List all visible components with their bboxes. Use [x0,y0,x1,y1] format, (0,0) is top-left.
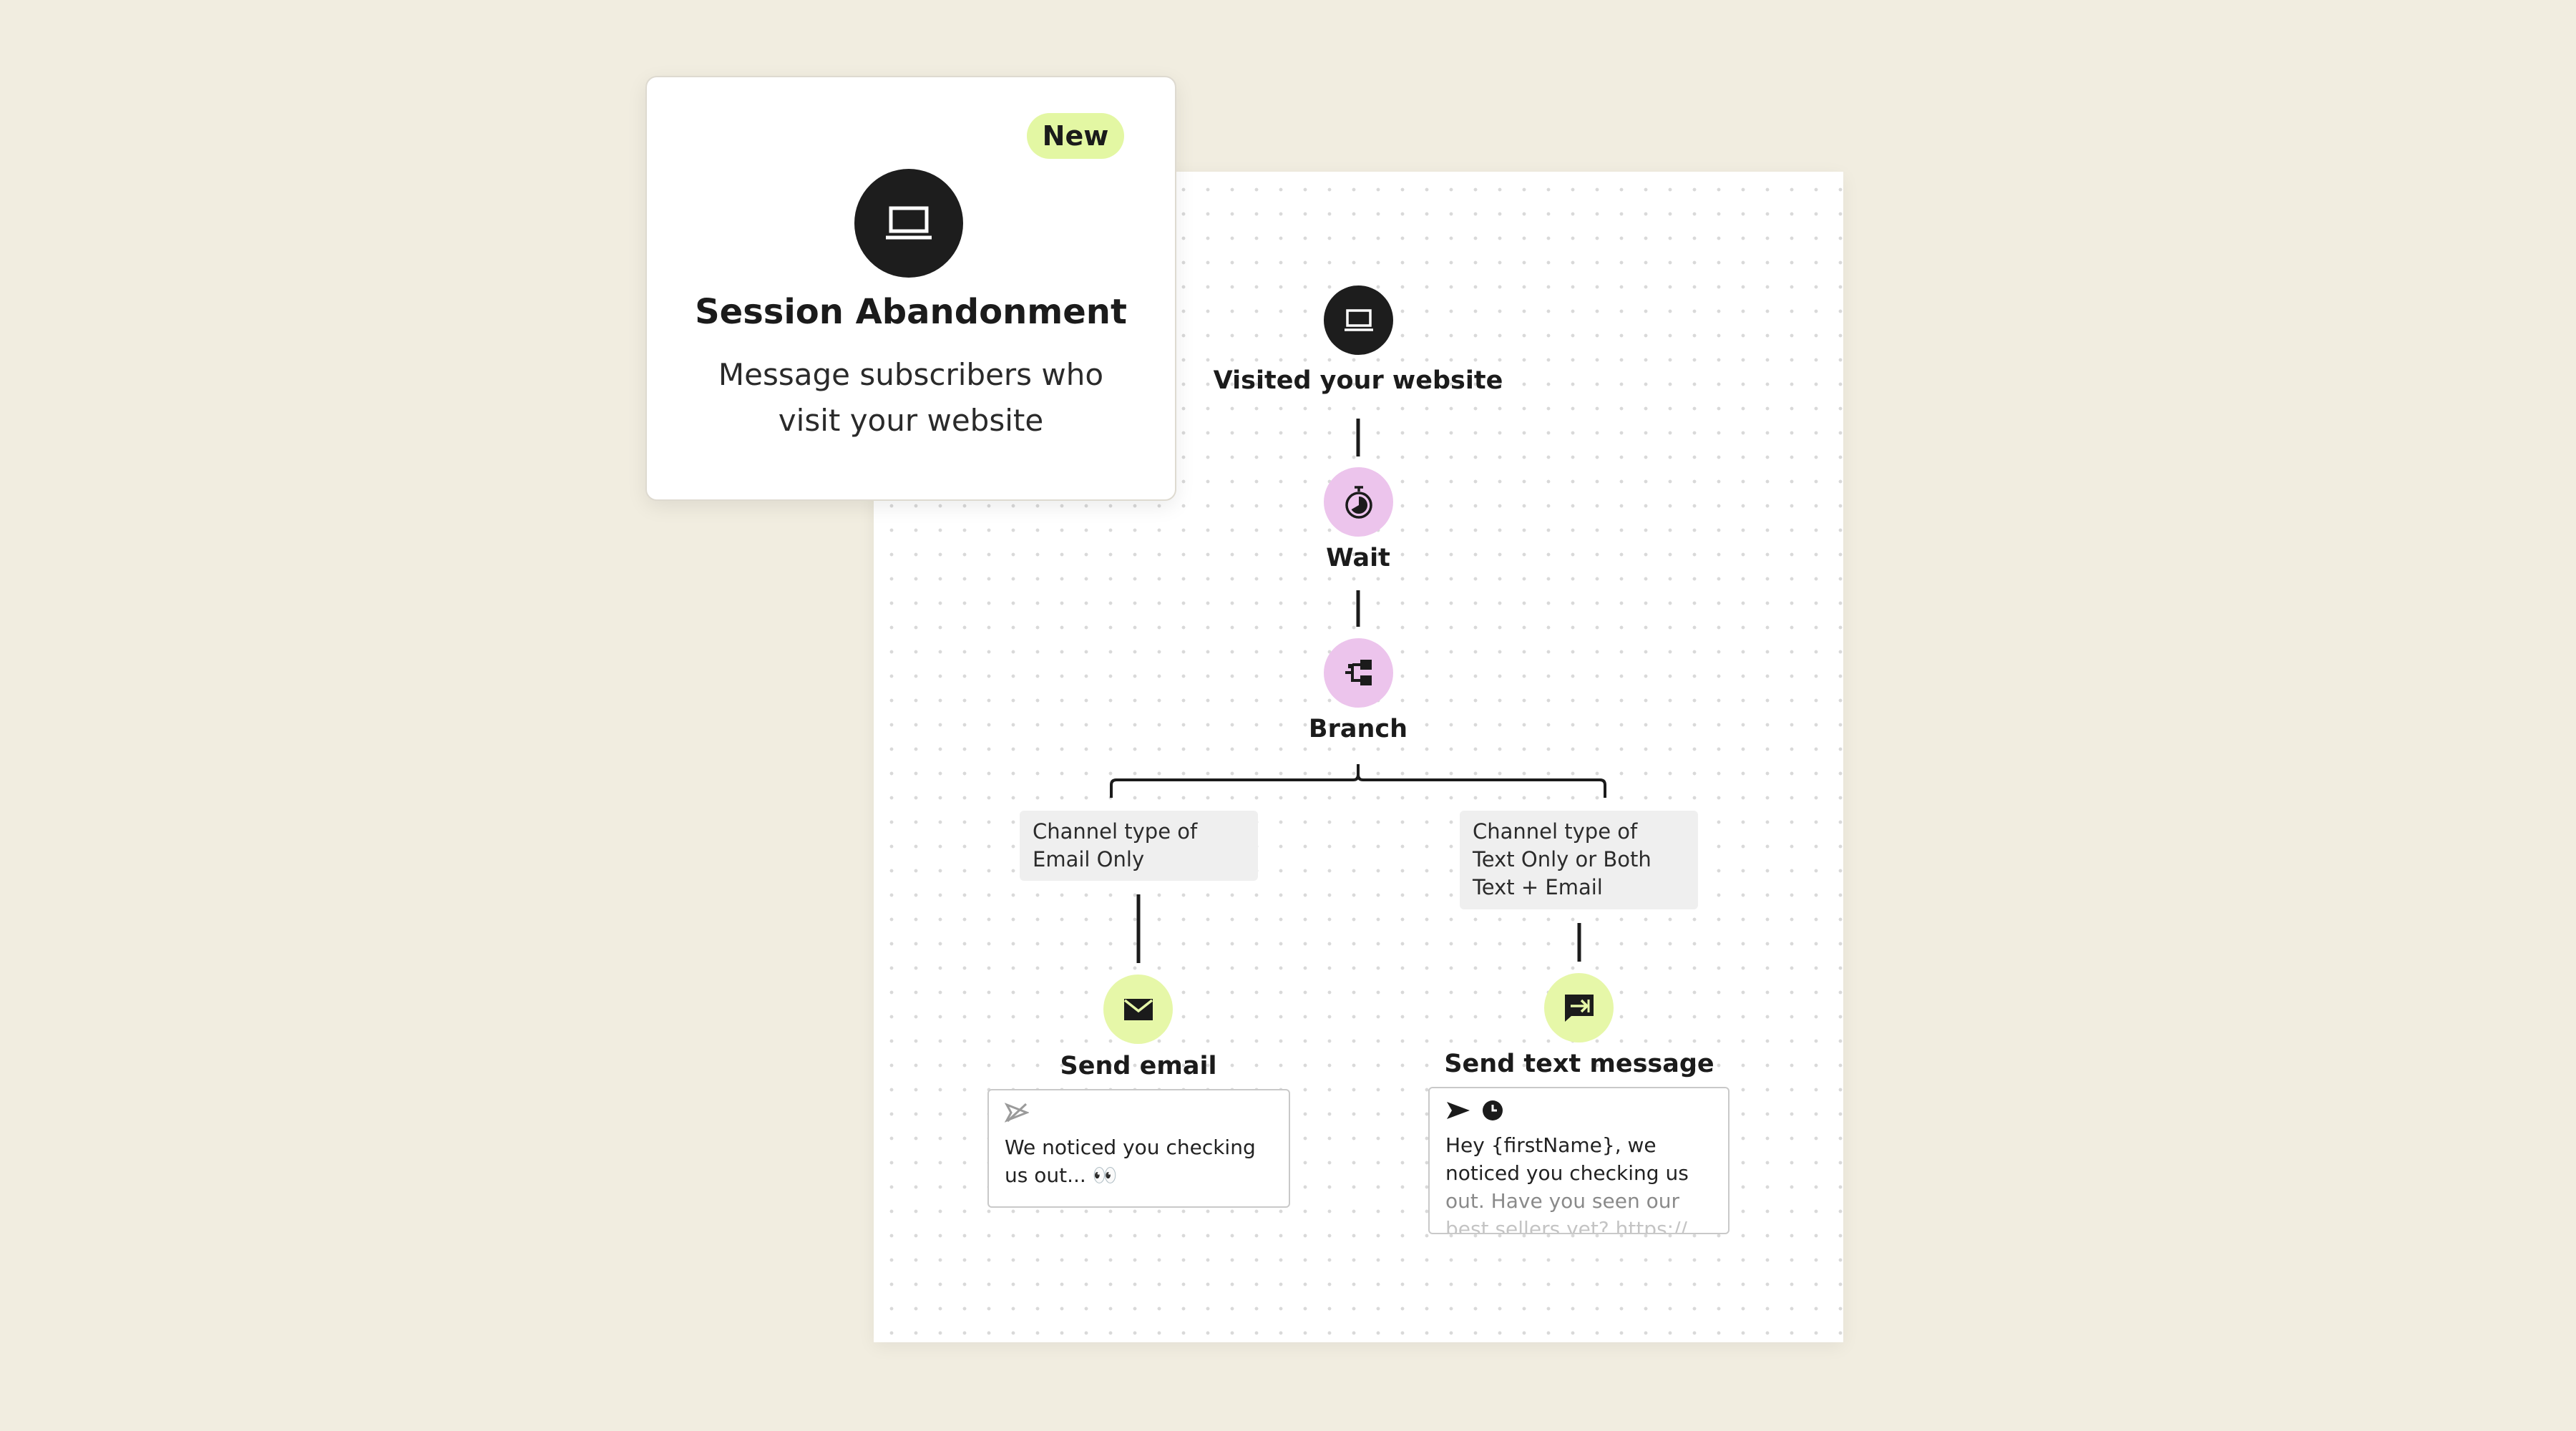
session-abandonment-card[interactable]: New Session Abandonment Message subscrib… [645,76,1176,501]
send-text-label: Send text message [1444,1050,1714,1078]
card-title: Session Abandonment [695,292,1127,332]
text-preview-clipped: best sellers yet? https:// [1445,1217,1687,1234]
text-preview-faded: out. Have you seen our [1445,1189,1679,1213]
condition-text-or-both[interactable]: Channel type of Text Only or Both Text +… [1460,811,1698,909]
wait-label: Wait [1326,544,1390,572]
clock-icon [1481,1099,1504,1129]
branch-icon [1324,638,1393,708]
condition-email-only[interactable]: Channel type of Email Only [1020,811,1258,881]
envelope-icon [1103,975,1173,1044]
email-preview-text: We noticed you checking us out... 👀 [1005,1135,1256,1187]
card-description: Message subscribers who visit your websi… [718,357,1104,438]
timer-icon [1324,467,1393,537]
text-preview-main: Hey {firstName}, we noticed you checking… [1445,1133,1689,1185]
flow-connectors [1110,419,1606,963]
text-preview-card[interactable]: Hey {firstName}, we noticed you checking… [1428,1087,1729,1234]
send-icon [1445,1100,1471,1128]
message-arrow-icon [1544,973,1614,1042]
branch-label: Branch [1308,715,1408,743]
send-email-label: Send email [1060,1052,1217,1080]
email-preview-card[interactable]: We noticed you checking us out... 👀 [987,1089,1290,1208]
send-disabled-icon [1004,1102,1030,1130]
new-badge: New [1027,113,1124,159]
laptop-icon [1324,285,1393,355]
trigger-label: Visited your website [1213,366,1503,395]
laptop-icon [854,169,963,278]
